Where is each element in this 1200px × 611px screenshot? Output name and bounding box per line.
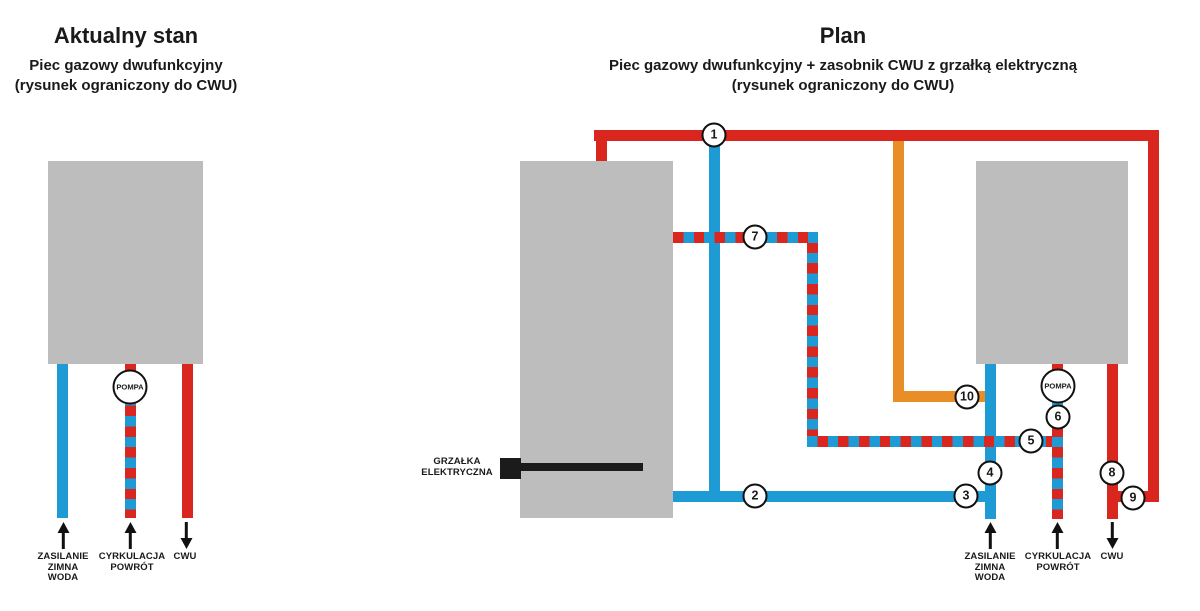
plan-pipe-blue-vertical — [708, 140, 720, 502]
marker-2: 2 — [742, 483, 768, 509]
left-note: (rysunek ograniczony do CWU) — [14, 77, 238, 94]
left-label-circulation-line2: POWRÓT — [109, 561, 154, 572]
arrow-head — [1106, 538, 1118, 549]
heater-label-line2: ELEKTRYCZNA — [421, 466, 493, 478]
arrow-stem — [184, 522, 189, 540]
marker-7: 7 — [742, 224, 768, 250]
left-label-cold-supply-line2: ZIMNA — [48, 561, 79, 572]
heater-label: GRZAŁKA ELEKTRYCZNA — [421, 456, 493, 478]
plan-pipe-orange-vertical — [893, 140, 904, 402]
left-arrow-hot-water-down — [180, 522, 193, 549]
plan-pump-circle: POMPA — [1040, 368, 1075, 403]
arrow-stem — [1110, 522, 1114, 540]
plan-pipe-circulation-mid-vertical — [806, 231, 818, 447]
plan-label-cold-supply-line2: ZIMNA — [974, 561, 1006, 572]
arrow-head — [180, 538, 193, 549]
marker-9: 9 — [1120, 485, 1146, 510]
marker-10: 10 — [954, 384, 979, 409]
left-label-hot-water: CWU — [173, 550, 197, 563]
left-label-cold-supply: ZASILANIE ZIMNA WODA — [37, 550, 89, 584]
left-label-hot-water-line1: CWU — [173, 550, 197, 562]
left-label-circulation-line1: CYRKULACJA — [98, 550, 165, 562]
arrow-stem — [988, 531, 992, 549]
plan-pipe-red-top-horizontal — [594, 129, 1159, 141]
heater-element — [510, 462, 643, 471]
plan-arrow-cold-supply-up — [984, 522, 997, 549]
plan-pipe-red-tank-riser — [595, 140, 607, 163]
marker-5: 5 — [1018, 428, 1044, 454]
left-pump-circle: POMPA — [112, 369, 148, 404]
left-boiler — [48, 161, 203, 364]
plan-label-cold-supply-line1: ZASILANIE — [964, 550, 1016, 562]
marker-8: 8 — [1099, 460, 1125, 486]
plan-label-hot-water: CWU — [1100, 550, 1124, 563]
left-title: Aktualny stan — [53, 23, 199, 48]
plan-tank — [520, 161, 673, 518]
left-label-cold-supply-line1: ZASILANIE — [37, 550, 89, 562]
plan-boiler — [976, 161, 1128, 364]
plan-label-cold-supply: ZASILANIE ZIMNA WODA — [964, 550, 1016, 584]
arrow-stem — [1055, 531, 1060, 549]
arrow-stem — [61, 531, 65, 549]
plan-note: (rysunek ograniczony do CWU) — [731, 77, 955, 94]
heater-label-line1: GRZAŁKA — [433, 456, 481, 467]
left-label-cold-supply-line3: WODA — [48, 571, 79, 583]
left-pipe-circulation — [124, 364, 136, 518]
left-arrow-circulation-up — [124, 522, 137, 549]
arrow-head — [124, 522, 137, 533]
plan-label-circulation-line1: CYRKULACJA — [1024, 550, 1091, 562]
plan-title: Plan — [819, 23, 867, 48]
left-pipe-cold-supply — [57, 364, 69, 518]
left-subtitle: Piec gazowy dwufunkcyjny — [29, 57, 223, 74]
plan-label-cold-supply-line3: WODA — [974, 571, 1006, 583]
plan-pipe-hot-water-outlet — [1106, 364, 1118, 519]
plan-label-circulation-line2: POWRÓT — [1035, 561, 1080, 572]
plan-subtitle: Piec gazowy dwufunkcyjny + zasobnik CWU … — [608, 57, 1078, 74]
left-label-circulation: CYRKULACJA POWRÓT — [98, 550, 165, 573]
left-pipe-hot-water — [181, 364, 193, 518]
plan-pipe-orange-horizontal — [893, 391, 985, 402]
plan-label-hot-water-line1: CWU — [1100, 550, 1124, 562]
marker-4: 4 — [977, 460, 1002, 485]
arrow-head — [984, 522, 996, 533]
plan-pipe-circulation-return — [1052, 364, 1063, 519]
plan-pipe-blue-horizontal — [673, 490, 996, 502]
plan-arrow-hot-water-down — [1106, 522, 1119, 549]
plan-pipe-circulation-lower-horizontal — [806, 435, 1063, 447]
plan-arrow-circulation-up — [1051, 522, 1064, 549]
marker-3: 3 — [953, 483, 979, 509]
marker-1: 1 — [701, 122, 727, 148]
arrow-stem — [128, 531, 133, 549]
arrow-head — [57, 522, 69, 533]
left-arrow-cold-supply-up — [57, 522, 70, 549]
marker-6: 6 — [1045, 404, 1070, 429]
arrow-head — [1051, 522, 1064, 533]
plan-pipe-red-right-downcomer — [1147, 140, 1159, 502]
plan-label-circulation: CYRKULACJA POWRÓT — [1024, 550, 1091, 573]
